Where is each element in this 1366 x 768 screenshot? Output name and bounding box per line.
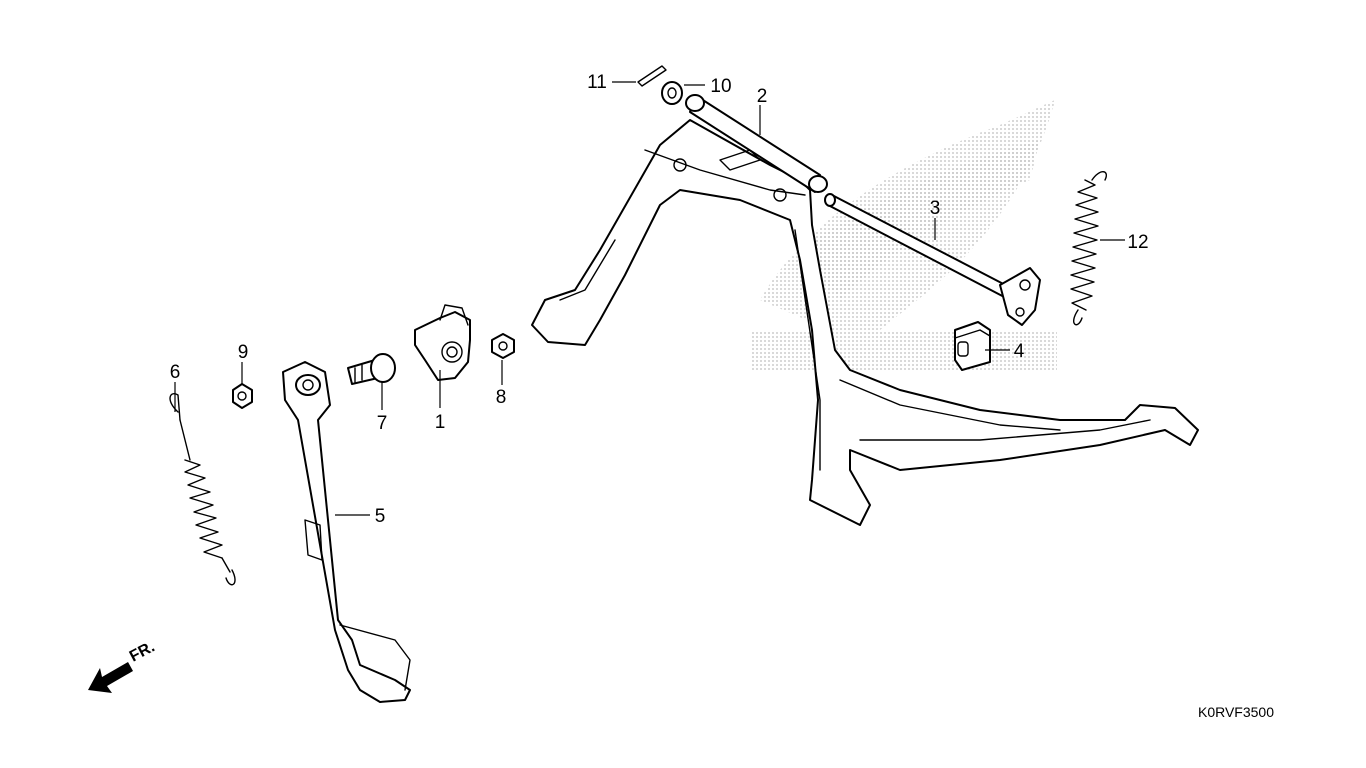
front-label: FR. bbox=[127, 638, 158, 665]
main-stand-spring[interactable] bbox=[1070, 171, 1107, 326]
callout-8: 8 bbox=[496, 387, 507, 408]
drawing-code: K0RVF3500 bbox=[1198, 704, 1274, 720]
pivot-bolt[interactable] bbox=[347, 353, 396, 385]
side-stand-spring[interactable] bbox=[169, 393, 236, 586]
leader-lines bbox=[174, 81, 1125, 516]
cotter-pin[interactable] bbox=[637, 65, 667, 87]
stand-shaft[interactable] bbox=[824, 193, 1041, 326]
callout-1: 1 bbox=[435, 412, 446, 433]
callout-12: 12 bbox=[1127, 232, 1148, 253]
arrow-icon bbox=[88, 662, 133, 693]
stopper-rubber[interactable] bbox=[954, 321, 991, 371]
honda-wing-logo bbox=[752, 100, 1057, 372]
callout-11: 11 bbox=[587, 72, 607, 93]
callout-labels: 1 2 3 4 5 6 7 8 9 10 11 12 bbox=[170, 72, 1149, 527]
callout-3: 3 bbox=[930, 198, 941, 219]
callout-2: 2 bbox=[757, 86, 768, 107]
washer-nut[interactable] bbox=[232, 383, 253, 409]
callout-9: 9 bbox=[238, 342, 249, 363]
callout-7: 7 bbox=[377, 413, 388, 434]
front-direction-arrow: FR. bbox=[88, 638, 158, 693]
nut[interactable] bbox=[491, 333, 515, 359]
callout-6: 6 bbox=[170, 362, 181, 383]
callout-5: 5 bbox=[375, 506, 386, 527]
washer[interactable] bbox=[661, 81, 683, 105]
side-stand[interactable] bbox=[282, 361, 411, 703]
callout-4: 4 bbox=[1014, 341, 1025, 362]
callout-10: 10 bbox=[710, 76, 731, 97]
side-stand-switch[interactable] bbox=[414, 304, 471, 381]
main-stand[interactable] bbox=[531, 94, 1199, 526]
